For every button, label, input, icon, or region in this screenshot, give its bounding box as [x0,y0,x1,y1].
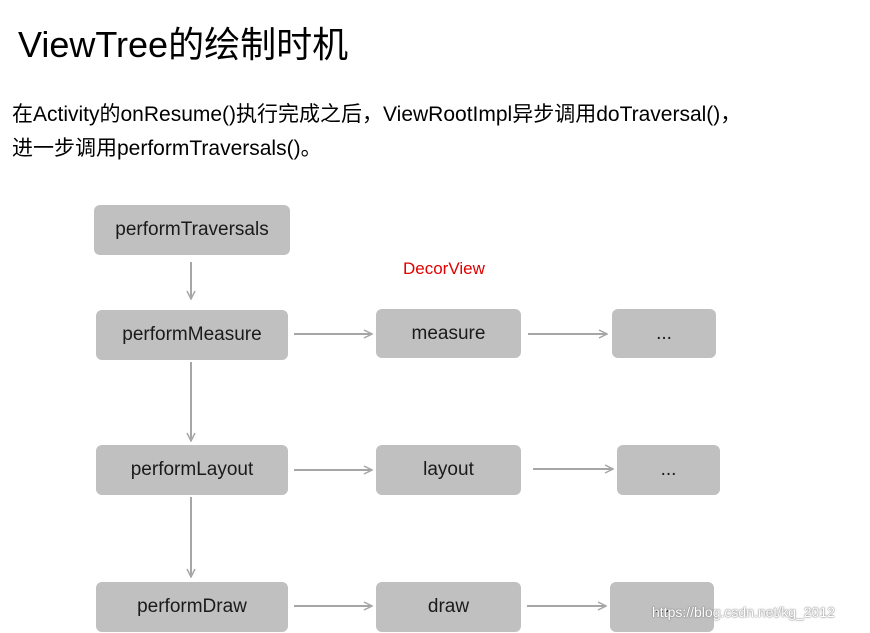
page-title: ViewTree的绘制时机 [18,24,349,65]
decorview-annotation: DecorView [403,259,485,278]
node-draw-more: ... [610,582,714,632]
node-perform-measure: performMeasure [96,310,288,360]
description: 在Activity的onResume()执行完成之后，ViewRootImpl异… [12,98,862,166]
watermark: https://blog.csdn.net/kg_2012 [652,604,835,620]
node-measure-more: ... [612,309,716,358]
node-draw: draw [376,582,521,632]
node-layout-more: ... [617,445,720,495]
node-perform-draw: performDraw [96,582,288,632]
node-perform-traversals: performTraversals [94,205,290,255]
description-line-2: 进一步调用performTraversals()。 [12,137,322,160]
description-line-1: 在Activity的onResume()执行完成之后，ViewRootImpl异… [12,103,742,126]
node-perform-layout: performLayout [96,445,288,495]
node-measure: measure [376,309,521,358]
node-layout: layout [376,445,521,495]
